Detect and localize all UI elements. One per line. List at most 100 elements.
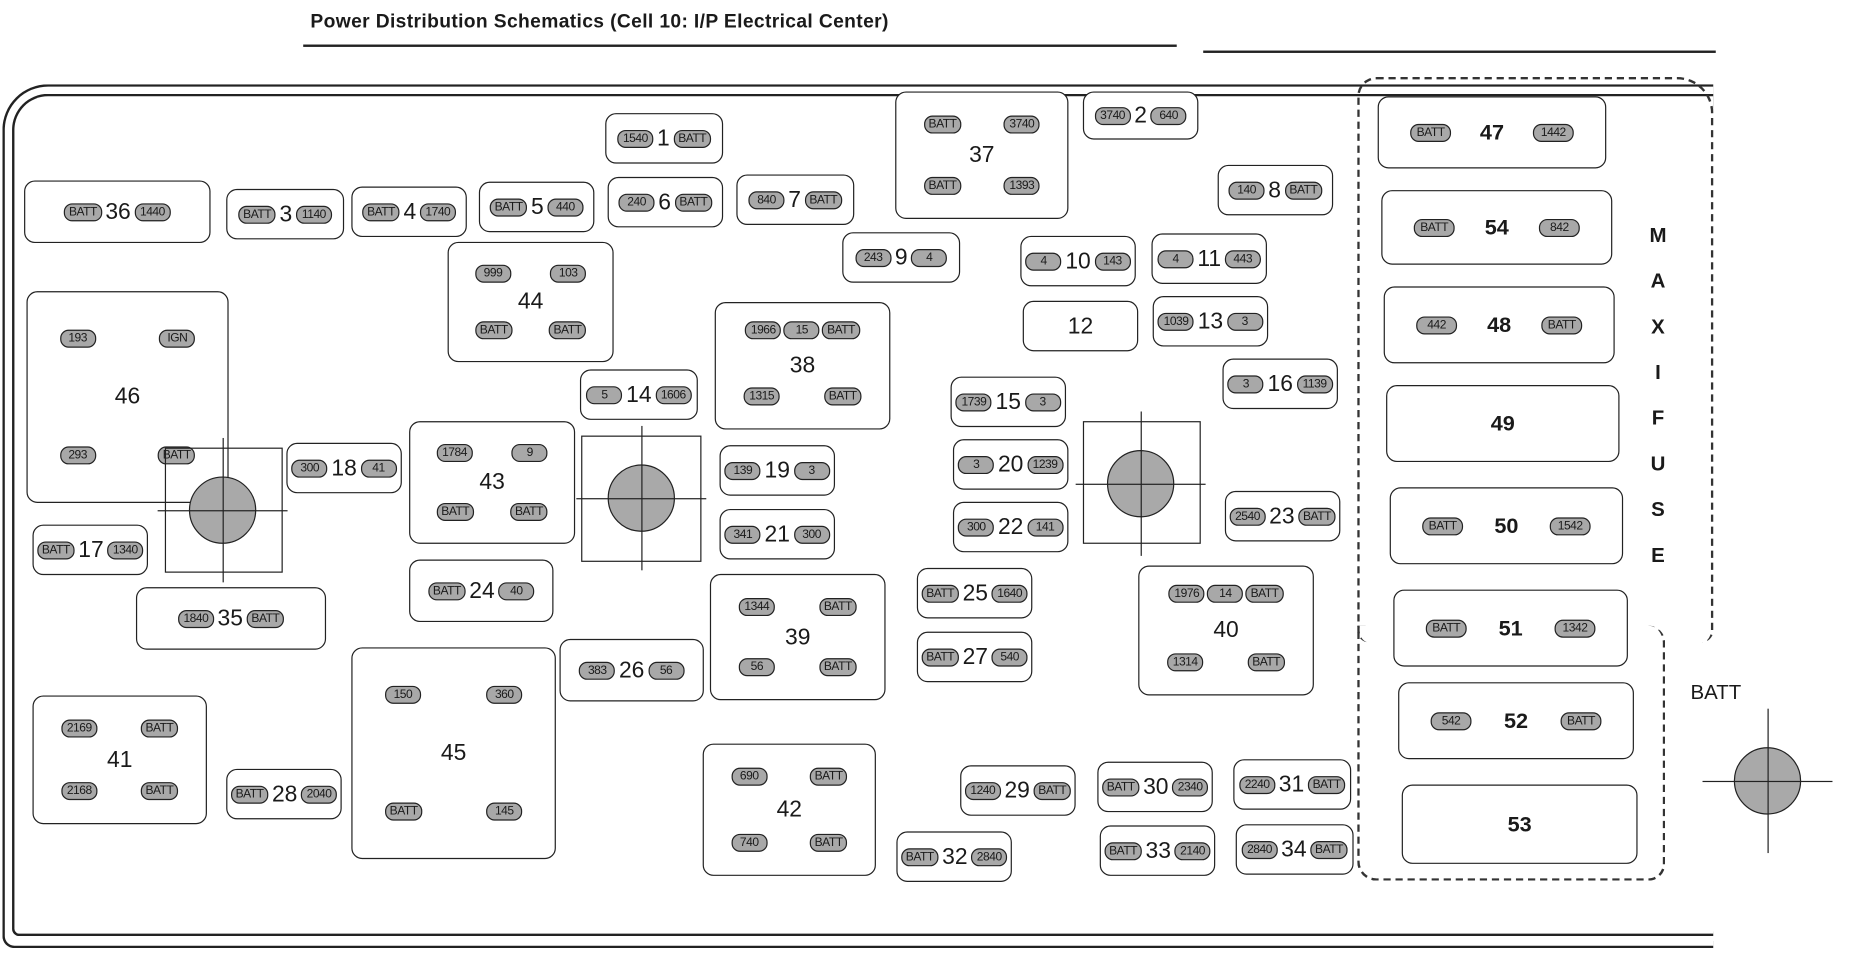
relay-terminal-bl: 740 [731,833,768,852]
fuse-12[interactable]: 12 [1022,300,1139,352]
fuse-terminal-right: 540 [991,647,1028,666]
relay-terminal: 15 [783,320,820,339]
relay-terminal-br: BATT [157,446,196,465]
fuse-terminal-right: 1340 [107,540,144,559]
fuse-terminal-left: 300 [958,517,995,537]
relay-terminal-br: BATT [510,502,548,521]
fuse-number: 19 [764,457,790,484]
maxi-fuse-letter: U [1650,452,1666,476]
fuse-terminal-right: 3 [1226,312,1263,331]
maxi-fuse-terminal-left: BATT [1413,218,1455,237]
fuse-terminal-right: 56 [647,661,685,680]
crosshair-v [1767,708,1769,854]
fuse-terminal-right: 1139 [1296,374,1333,393]
maxi-fuse-letter: I [1655,360,1661,384]
maxi-fuse-outline-upper [1357,77,1714,643]
fuse-terminal-left: 139 [724,461,761,480]
fuse-terminal-right: BATT [1298,507,1336,526]
relay-number: 46 [114,384,141,410]
fuse-terminal-left: 1739 [955,392,992,411]
relay-number: 44 [517,289,544,315]
relay-number: 40 [1213,617,1239,644]
maxi-fuse-53[interactable]: 53 [1401,784,1638,864]
relay-terminal-tr: BATT [819,597,857,616]
fuse-number: 6 [658,189,671,215]
fuse-terminal-left: BATT [37,540,75,559]
fuse-terminal-left: BATT [238,205,276,224]
fuse-terminal-right: 1440 [134,202,171,221]
maxi-fuse-terminal-right: 842 [1538,218,1580,237]
fuse-number: 31 [1278,771,1305,798]
fuse-terminal-left: BATT [921,647,959,666]
relay-terminal: BATT [1245,584,1284,603]
fuse-terminal-right: 3 [1024,392,1061,411]
maxi-fuse-number: 47 [1479,120,1505,145]
fuse-number: 11 [1197,246,1222,272]
fuse-terminal-right: 143 [1094,252,1131,271]
fuse-terminal-left: 2540 [1229,507,1266,526]
relay-number: 45 [440,740,467,766]
relay-number: 39 [784,624,811,650]
maxi-fuse-letter: S [1651,498,1665,521]
fuse-terminal-right: 640 [1150,106,1187,125]
fuse-number: 32 [942,844,968,870]
fuse-terminal-left: 3740 [1094,106,1131,125]
fuse-number: 21 [764,521,790,547]
relay-number: 37 [969,142,995,168]
maxi-fuse-49[interactable]: 49 [1386,385,1620,463]
